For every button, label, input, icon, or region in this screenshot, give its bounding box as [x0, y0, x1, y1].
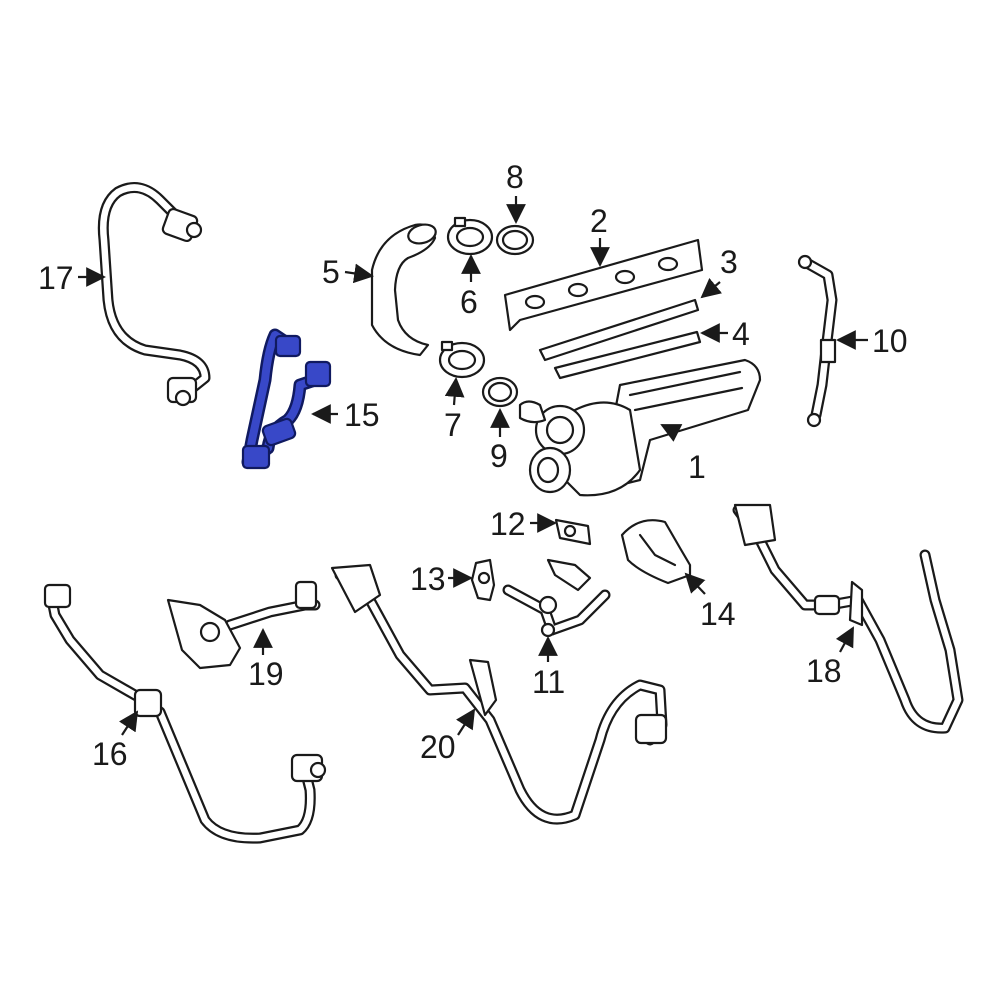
callout-8: 8 [506, 159, 524, 195]
part-15-turbo-oil-hose[interactable] [241, 328, 332, 470]
part-16-coolant-line[interactable] [43, 583, 327, 844]
callout-15: 15 [344, 397, 380, 433]
part-4-gasket[interactable] [553, 330, 702, 380]
callout-labels: 1 2 3 4 5 6 7 8 9 10 11 12 13 14 15 16 1… [38, 159, 908, 772]
callout-20: 20 [420, 729, 456, 765]
callout-3: 3 [720, 244, 738, 280]
callout-18: 18 [806, 653, 842, 689]
callout-2: 2 [590, 203, 608, 239]
part-5-intake-hose[interactable] [370, 222, 438, 357]
leader-7 [444, 377, 465, 406]
part-19-coolant-pipe[interactable] [166, 580, 321, 670]
callout-16: 16 [92, 736, 128, 772]
callout-4: 4 [732, 316, 750, 352]
leader-lines [78, 196, 868, 736]
callout-1: 1 [688, 449, 706, 485]
leader-16 [118, 710, 139, 736]
part-8-clamp[interactable] [495, 224, 535, 256]
leader-18 [835, 626, 854, 653]
callout-19: 19 [248, 656, 284, 692]
part-9-clamp[interactable] [481, 376, 519, 408]
callout-14: 14 [700, 596, 736, 632]
leader-3 [700, 277, 723, 299]
leader-20 [456, 708, 476, 736]
callout-10: 10 [872, 323, 908, 359]
part-13-gasket[interactable] [470, 558, 496, 602]
part-2-heat-shield[interactable] [503, 238, 704, 332]
callout-7: 7 [444, 407, 462, 443]
part-17-coolant-line[interactable] [97, 182, 211, 407]
leader-14 [684, 572, 706, 595]
part-7-hose-coupling[interactable] [438, 340, 486, 379]
part-11-oil-return-pipe[interactable] [502, 558, 611, 638]
callout-6: 6 [460, 284, 478, 320]
part-18-coolant-line[interactable] [732, 503, 964, 734]
callout-12: 12 [490, 506, 526, 542]
part-12-gasket[interactable] [554, 518, 592, 546]
part-3-gasket[interactable] [538, 298, 700, 362]
callout-9: 9 [490, 438, 508, 474]
leader-1 [660, 424, 683, 442]
leader-5 [344, 263, 374, 284]
part-6-hose-coupling[interactable] [446, 216, 494, 256]
part-10-line[interactable] [797, 254, 838, 428]
part-14-heat-shield[interactable] [620, 519, 692, 585]
callout-17: 17 [38, 260, 74, 296]
part-20-coolant-line[interactable] [330, 563, 668, 825]
callout-5: 5 [322, 254, 340, 290]
part-1-turbocharger[interactable] [518, 358, 762, 497]
callout-11: 11 [532, 664, 565, 700]
callout-13: 13 [410, 561, 446, 597]
